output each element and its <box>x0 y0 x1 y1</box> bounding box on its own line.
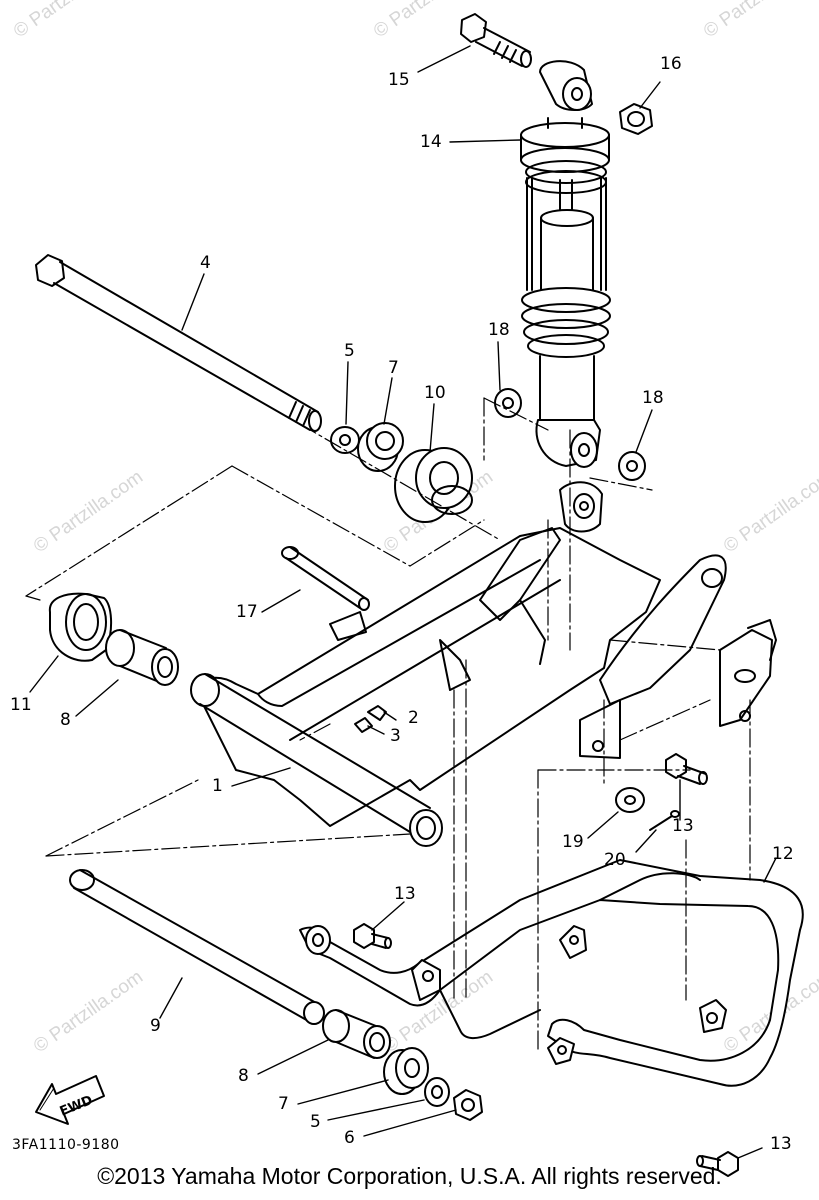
part-18-washer-right <box>618 451 646 481</box>
callout-8: 8 <box>60 710 71 730</box>
diagram-part-code: 3FA1110-9180 <box>12 1137 120 1153</box>
callout-2: 2 <box>408 708 419 728</box>
part-13-bolt-left <box>353 923 392 949</box>
callout-19: 19 <box>562 832 584 852</box>
part-13-bolt-bottom <box>696 1151 739 1177</box>
callout-14: 14 <box>420 132 442 152</box>
callout-6: 6 <box>344 1128 355 1148</box>
callout-13: 13 <box>672 816 694 836</box>
callout-13: 13 <box>394 884 416 904</box>
part-11-collar <box>48 592 112 662</box>
part-7-bearing-lower <box>383 1047 429 1095</box>
callout-7: 7 <box>388 358 399 378</box>
part-20-cotter-pin <box>649 810 680 831</box>
callout-3: 3 <box>390 726 401 746</box>
callout-18: 18 <box>488 320 510 340</box>
callout-1: 1 <box>212 776 223 796</box>
callout-18: 18 <box>642 388 664 408</box>
part-7-bearing-upper <box>357 422 404 472</box>
callout-11: 11 <box>10 695 32 715</box>
part-4-pivot-shaft <box>35 254 322 432</box>
callout-9: 9 <box>150 1016 161 1036</box>
part-8-bushing-upper <box>105 629 179 686</box>
part-9-collar-shaft <box>69 869 325 1025</box>
part-5-washer-lower <box>424 1077 450 1107</box>
forward-arrow-icon: FWD <box>35 1075 105 1125</box>
callout-15: 15 <box>388 70 410 90</box>
callout-13: 13 <box>770 1134 792 1154</box>
part-16-nut <box>619 103 653 135</box>
copyright-notice: ©2013 Yamaha Motor Corporation, U.S.A. A… <box>97 1163 722 1189</box>
callout-12: 12 <box>772 844 794 864</box>
part-8-bushing-lower <box>322 1009 391 1059</box>
callout-10: 10 <box>424 383 446 403</box>
part-10-oil-seal <box>394 447 473 523</box>
callout-17: 17 <box>236 602 258 622</box>
callout-5: 5 <box>344 341 355 361</box>
callout-8: 8 <box>238 1066 249 1086</box>
callout-16: 16 <box>660 54 682 74</box>
callout-20: 20 <box>604 850 626 870</box>
callout-4: 4 <box>200 253 211 273</box>
part-15-bolt <box>460 13 532 68</box>
callout-5: 5 <box>310 1112 321 1132</box>
part-6-nut <box>453 1089 483 1121</box>
part-1-rear-arm <box>190 481 777 847</box>
part-18-washer-left <box>494 388 522 418</box>
part-14-shock-absorber <box>520 60 611 468</box>
alignment-lines <box>25 397 751 1051</box>
part-12-frame-guard <box>299 859 804 1087</box>
leader-lines <box>29 45 777 1159</box>
callout-7: 7 <box>278 1094 289 1114</box>
part-17-bolt <box>281 546 370 611</box>
part-13-bolt-right <box>665 753 708 785</box>
part-19-washer <box>615 787 645 813</box>
part-5-washer-upper <box>330 426 360 454</box>
